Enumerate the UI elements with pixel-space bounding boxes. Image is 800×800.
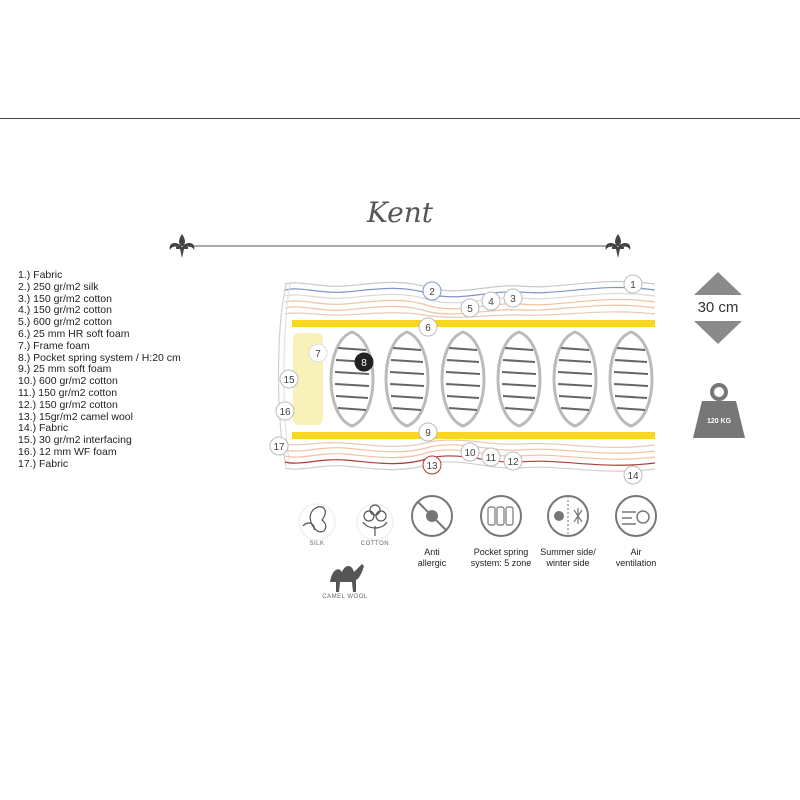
svg-text:2: 2 xyxy=(429,287,435,298)
legend-item: 1.) Fabric xyxy=(18,269,63,281)
callout-10: 10 xyxy=(460,442,480,462)
callout-7: 7 xyxy=(308,343,328,363)
callout-9: 9 xyxy=(418,422,438,442)
spring-pocket xyxy=(552,330,598,428)
summer-winter-icon xyxy=(547,495,589,537)
callout-4: 4 xyxy=(481,291,501,311)
callout-1: 1 xyxy=(623,274,643,294)
callout-12: 12 xyxy=(503,451,523,471)
legend-item: 3.) 150 gr/m2 cotton xyxy=(18,292,112,305)
legend-item: 13.) 15gr/m2 camel wool xyxy=(18,410,133,423)
legend-item: 10.) 600 gr/m2 cotton xyxy=(18,375,118,388)
callout-markers: 1 2 3 4 5 6 7 8 9 10 11 12 13 14 15 16 1… xyxy=(269,274,643,485)
legend-item: 12.) 150 gr/m2 cotton xyxy=(18,398,118,411)
svg-text:1: 1 xyxy=(630,280,636,291)
product-title: Kent xyxy=(366,196,434,229)
callout-16: 16 xyxy=(275,401,295,421)
spring-pocket xyxy=(440,330,486,428)
camel-wool-label: CAMEL WOOL xyxy=(322,594,368,600)
height-arrows-icon xyxy=(694,272,742,344)
spring-pocket xyxy=(496,330,542,428)
svg-text:4: 4 xyxy=(488,297,494,308)
legend-item: 17.) Fabric xyxy=(18,457,69,470)
air-ventilation-label: Air ventilation xyxy=(615,547,657,568)
svg-text:11: 11 xyxy=(486,453,497,464)
top-divider-line xyxy=(0,118,800,119)
summer-winter-label: Summer side/ winter side xyxy=(540,547,596,568)
silk-label: SILK xyxy=(309,541,325,547)
svg-text:10: 10 xyxy=(464,448,476,459)
pocket-springs xyxy=(329,330,654,428)
legend-item: 16.) 12 mm WF foam xyxy=(18,445,117,458)
callout-3: 3 xyxy=(503,288,523,308)
svg-text:12: 12 xyxy=(507,457,519,468)
fleur-de-lis-right-icon xyxy=(605,234,631,258)
callout-2: 2 xyxy=(422,281,442,301)
fleur-de-lis-left-icon xyxy=(169,234,195,258)
svg-text:14: 14 xyxy=(627,471,639,482)
legend-item: 2.) 250 gr/m2 silk xyxy=(18,280,99,293)
spring-pocket xyxy=(608,330,654,428)
mattress-height: 30 cm xyxy=(697,299,739,316)
svg-text:17: 17 xyxy=(273,442,285,453)
legend-item: 7.) Frame foam xyxy=(18,339,90,352)
weight-icon xyxy=(693,383,745,438)
svg-text:7: 7 xyxy=(315,349,321,360)
cotton-icon xyxy=(356,503,394,541)
top-soft-foam-layer xyxy=(292,320,655,327)
callout-14: 14 xyxy=(623,465,643,485)
legend-item: 9.) 25 mm soft foam xyxy=(18,363,112,376)
legend-item: 6.) 25 mm HR soft foam xyxy=(18,327,130,340)
svg-text:9: 9 xyxy=(425,428,431,439)
cotton-label: COTTON xyxy=(360,541,390,547)
bottom-soft-foam-layer xyxy=(292,432,655,439)
fleur-de-lis-divider xyxy=(169,234,631,258)
legend-item: 14.) Fabric xyxy=(18,422,69,435)
air-ventilation-icon xyxy=(615,495,657,537)
max-weight: 120 KG xyxy=(706,418,732,425)
callout-5: 5 xyxy=(460,298,480,318)
svg-text:6: 6 xyxy=(425,323,431,334)
svg-text:8: 8 xyxy=(361,358,367,369)
svg-text:5: 5 xyxy=(467,304,473,315)
spring-pocket xyxy=(329,330,375,428)
spring-pocket xyxy=(384,330,430,428)
legend-item: 4.) 150 gr/m2 cotton xyxy=(18,304,112,317)
svg-text:16: 16 xyxy=(279,407,291,418)
anti-allergic-label: Anti allergic xyxy=(417,547,447,568)
callout-13: 13 xyxy=(422,455,442,475)
callout-15: 15 xyxy=(279,369,299,389)
camel-icon xyxy=(330,564,364,592)
callout-17: 17 xyxy=(269,436,289,456)
layer-legend: 1.) Fabric 2.) 250 gr/m2 silk 3.) 150 gr… xyxy=(18,269,181,471)
svg-text:13: 13 xyxy=(426,461,438,472)
pocket-spring-label: Pocket spring system: 5 zone xyxy=(470,547,532,568)
callout-6: 6 xyxy=(418,317,438,337)
pocket-spring-icon xyxy=(480,495,522,537)
svg-text:3: 3 xyxy=(510,294,516,305)
svg-text:15: 15 xyxy=(283,375,295,386)
legend-item: 5.) 600 gr/m2 cotton xyxy=(18,316,112,329)
legend-item: 11.) 150 gr/m2 cotton xyxy=(18,386,118,399)
silk-icon xyxy=(298,503,336,541)
anti-allergic-icon xyxy=(411,495,453,537)
legend-item: 8.) Pocket spring system / H:20 cm xyxy=(18,351,181,364)
callout-11: 11 xyxy=(481,447,501,467)
legend-item: 15.) 30 gr/m2 interfacing xyxy=(18,434,132,447)
callout-8: 8 xyxy=(354,352,374,372)
